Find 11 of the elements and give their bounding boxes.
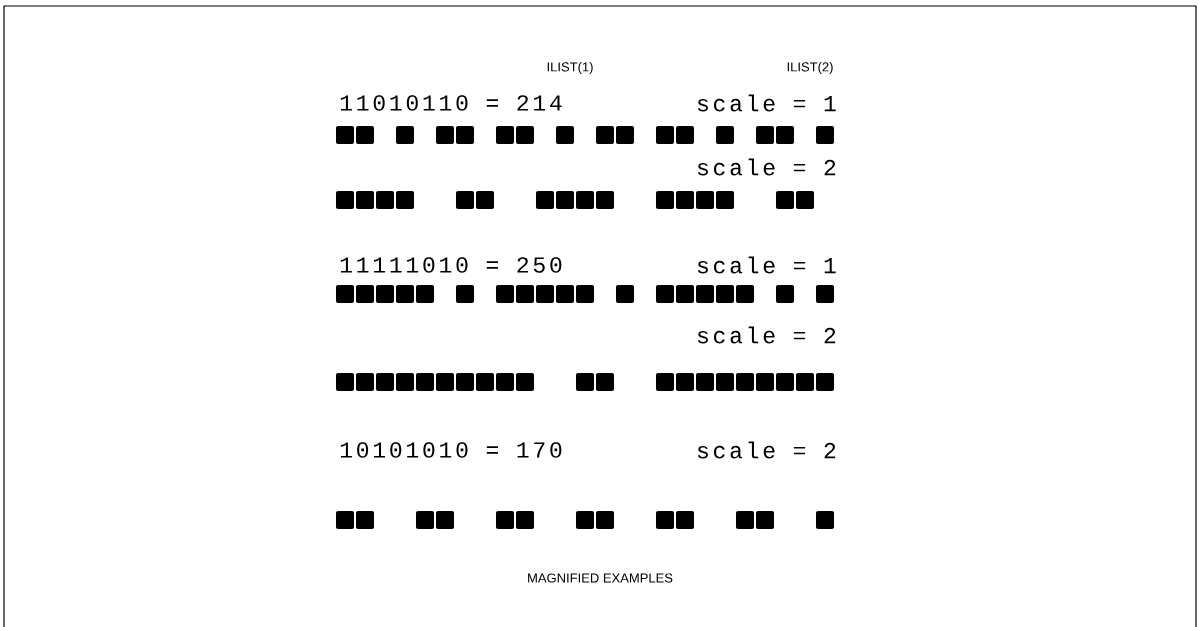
code-text: 10101010 = 170 [340,442,562,458]
code-text: scale = 2 [697,326,836,344]
code-text: scale = 2 [697,441,836,459]
code-text: 11010110 = 214 [340,95,562,111]
code-text: scale = 2 [697,158,836,176]
caption-text: MAGNIFIED EXAMPLES [528,573,673,583]
caption-text: ILIST(2) [787,61,833,75]
caption-text: ILIST(1) [547,61,593,75]
code-text: scale = 1 [697,94,836,112]
code-text: scale = 1 [697,256,836,274]
code-text: 11111010 = 250 [340,257,562,273]
